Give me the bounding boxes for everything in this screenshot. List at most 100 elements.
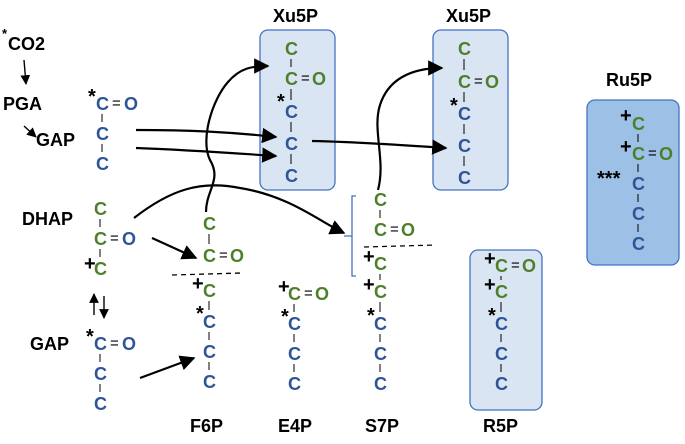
carbon-atom: C — [288, 284, 301, 304]
oxygen-atom: O — [124, 94, 138, 114]
oxygen-atom: O — [522, 256, 536, 276]
xu5p-label-1: Xu5P — [273, 6, 318, 26]
carbon-atom: C — [285, 166, 298, 186]
gap-top-label: GAP — [36, 130, 75, 150]
plus-mark: + — [84, 253, 96, 275]
e4p-label: E4P — [278, 416, 312, 436]
gap-to-xu5p-arrow — [135, 127, 278, 144]
carbon-atom: C — [288, 314, 301, 334]
double-bond: = — [110, 230, 119, 247]
co2-label: CO2 — [8, 34, 45, 54]
carbon-atom: C — [458, 136, 471, 156]
xu5p-box-2 — [432, 29, 509, 191]
co2-star-mark: * — [2, 26, 8, 41]
pga-to-gap-arrow — [23, 125, 37, 138]
ru5p-box — [586, 99, 680, 266]
co2-to-pga-arrow — [20, 59, 31, 85]
carbon-atom: C — [285, 134, 298, 154]
star-mark: * — [367, 305, 375, 327]
carbon-atom: C — [495, 344, 508, 364]
carbon-atom: C — [203, 342, 216, 362]
carbon-atom: C — [94, 229, 107, 249]
carbon-atom: C — [495, 314, 508, 334]
carbon-atom: C — [203, 312, 216, 332]
gap-to-f6p-arrow — [139, 355, 196, 380]
carbon-atom: C — [374, 220, 387, 240]
s7p-to-xu5p-arrow — [376, 60, 444, 191]
oxygen-atom: O — [485, 72, 499, 92]
carbon-atom: C — [94, 259, 107, 279]
carbon-atom: C — [632, 204, 645, 224]
carbon-atom: C — [203, 214, 216, 234]
plus-mark: + — [363, 274, 375, 296]
carbon-atom: C — [374, 282, 387, 302]
f6p-to-xu5p-arrow — [204, 58, 270, 213]
carbon-atom: C — [374, 314, 387, 334]
ru5p-label: Ru5P — [606, 70, 652, 90]
carbon-atom: C — [203, 372, 216, 392]
triple-star-mark: *** — [597, 168, 621, 190]
carbon-atom: C — [203, 246, 216, 266]
xu5p-box-1 — [259, 29, 336, 191]
star-mark: * — [281, 306, 289, 328]
oxygen-atom: O — [312, 69, 326, 89]
plus-mark: + — [192, 273, 204, 295]
star-mark: * — [277, 91, 285, 113]
carbon-atom: C — [632, 114, 645, 134]
double-bond: = — [301, 70, 310, 87]
carbon-atom: C — [374, 254, 387, 274]
double-bond: = — [304, 285, 313, 302]
carbon-atom: C — [632, 234, 645, 254]
double-bond: = — [648, 145, 657, 162]
carbon-atom: C — [495, 256, 508, 276]
carbon-atom: C — [203, 281, 216, 301]
carbon-atom: C — [94, 334, 107, 354]
carbon-atom: C — [288, 344, 301, 364]
dhap-label: DHAP — [22, 209, 73, 229]
gap-to-xu5p-arrow — [135, 146, 278, 163]
carbon-atom: C — [96, 94, 109, 114]
r5p-box — [469, 249, 543, 411]
carbon-atom: C — [458, 168, 471, 188]
xu5p-to-xu5p-arrow — [311, 139, 448, 155]
carbon-atom: C — [374, 190, 387, 210]
star-mark: * — [86, 326, 94, 348]
plus-mark: + — [278, 276, 290, 298]
star-mark: * — [450, 95, 458, 117]
carbon-atom: C — [96, 124, 109, 144]
oxygen-atom: O — [401, 220, 415, 240]
double-bond: = — [110, 335, 119, 352]
star-mark: * — [196, 303, 204, 325]
oxygen-atom: O — [315, 284, 329, 304]
double-bond: = — [112, 95, 121, 112]
carbon-atom: C — [458, 72, 471, 92]
carbon-atom: C — [288, 374, 301, 394]
carbon-atom: C — [495, 282, 508, 302]
oxygen-atom: O — [122, 334, 136, 354]
f6p-cleavage-line — [171, 272, 243, 276]
carbon-atom: C — [458, 39, 471, 59]
oxygen-atom: O — [122, 229, 136, 249]
double-bond: = — [390, 221, 399, 238]
plus-mark: + — [620, 136, 632, 158]
carbon-atom: C — [94, 364, 107, 384]
double-bond: = — [511, 257, 520, 274]
plus-mark: + — [620, 105, 632, 127]
f6p-label: F6P — [190, 416, 223, 436]
carbon-atom: C — [285, 39, 298, 59]
star-mark: * — [88, 86, 96, 108]
s7p-cleavage-line — [363, 244, 437, 248]
plus-mark: + — [484, 274, 496, 296]
carbon-atom: C — [285, 102, 298, 122]
carbon-atom: C — [374, 344, 387, 364]
single-bonds — [99, 59, 639, 392]
s7p-label: S7P — [365, 416, 399, 436]
carbon-atom: C — [94, 199, 107, 219]
carbon-atom: C — [495, 374, 508, 394]
oxygen-atom: O — [230, 246, 244, 266]
double-bond: = — [219, 247, 228, 264]
double-bond: = — [474, 73, 483, 90]
xu5p-label-2: Xu5P — [446, 6, 491, 26]
